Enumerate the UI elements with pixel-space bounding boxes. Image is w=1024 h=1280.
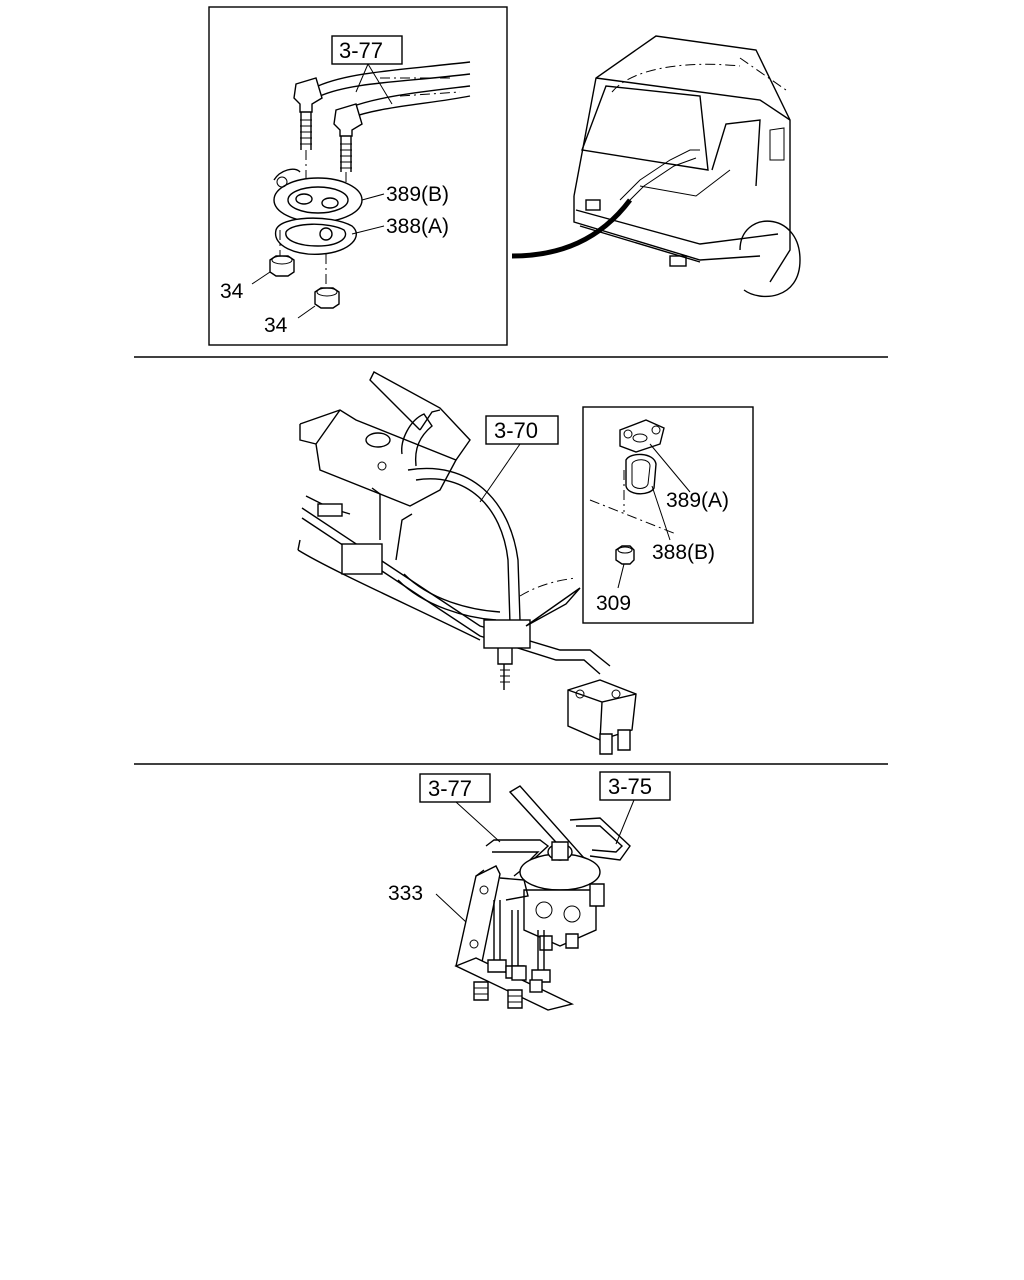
grommet-389b bbox=[273, 168, 363, 223]
label-34-upper: 34 bbox=[220, 280, 244, 303]
bottom-valve-body bbox=[519, 841, 605, 951]
top-tubes bbox=[317, 61, 471, 119]
middle-ref-box-3-70[interactable]: 3-70 bbox=[485, 415, 559, 445]
label-388a: 388(A) bbox=[386, 215, 449, 238]
bottom-ref-left-label: 3-77 bbox=[428, 776, 472, 801]
top-ref-box-3-77[interactable]: 3-77 bbox=[331, 35, 403, 65]
top-section: 3-77 bbox=[208, 6, 801, 346]
pointer-arrow-top bbox=[511, 198, 632, 259]
bottom-ref-box-3-77[interactable]: 3-77 bbox=[419, 773, 491, 803]
valve-assembly-middle bbox=[567, 679, 637, 755]
nut-34-upper bbox=[269, 255, 295, 277]
elbow-fitting-left bbox=[293, 77, 323, 180]
elbow-fitting-right bbox=[333, 103, 363, 200]
middle-inset-grommet-388b bbox=[625, 453, 657, 495]
dash-structure bbox=[297, 371, 481, 641]
label-388b: 388(B) bbox=[652, 541, 715, 564]
bracket-333 bbox=[454, 865, 575, 1011]
label-333: 333 bbox=[388, 882, 423, 905]
middle-section: 3-70 389(A) 388(B) 309 bbox=[297, 371, 754, 755]
middle-inset-nut-309 bbox=[615, 545, 635, 565]
label-309: 309 bbox=[596, 592, 631, 615]
bottom-ref-box-3-75[interactable]: 3-75 bbox=[599, 771, 671, 801]
middle-inset-grommet-389a bbox=[619, 419, 665, 453]
top-inset-frame bbox=[208, 6, 508, 346]
middle-inset-frame bbox=[582, 406, 754, 624]
grommet-388a bbox=[274, 217, 357, 255]
nut-34-lower bbox=[314, 287, 340, 309]
truck-cab bbox=[573, 35, 801, 298]
label-389b: 389(B) bbox=[386, 183, 449, 206]
top-ref-label: 3-77 bbox=[339, 38, 383, 63]
bottom-fittings bbox=[473, 900, 551, 1009]
bottom-section: 3-77 3-75 bbox=[388, 771, 671, 1011]
pointer-arrow-middle bbox=[525, 587, 581, 627]
bottom-ref-right-label: 3-75 bbox=[608, 774, 652, 799]
label-34-lower: 34 bbox=[264, 314, 288, 337]
middle-ref-label: 3-70 bbox=[494, 418, 538, 443]
frame-rail-tubes bbox=[301, 487, 611, 690]
label-389a: 389(A) bbox=[666, 489, 729, 512]
